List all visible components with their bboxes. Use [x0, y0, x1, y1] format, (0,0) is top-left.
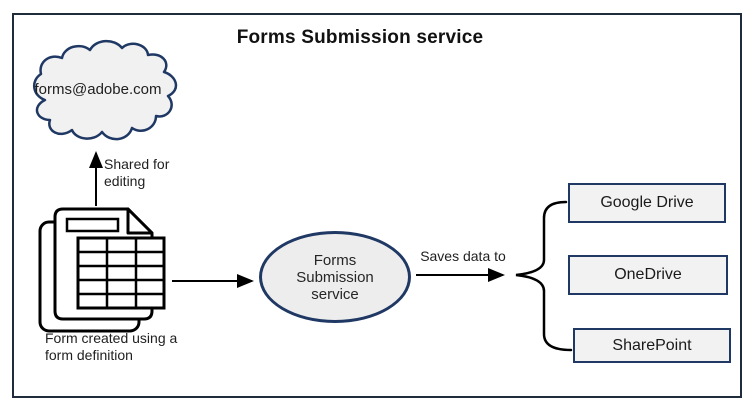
form-document-icon: [38, 207, 166, 333]
cloud-shape: [33, 39, 178, 141]
diagram-title: Forms Submission service: [236, 27, 484, 48]
saves-data-to-label: Saves data to: [420, 248, 506, 264]
service-node-label: Forms Submission service: [296, 251, 374, 303]
destination-label: SharePoint: [612, 336, 692, 354]
destination-google-drive: Google Drive: [568, 183, 726, 223]
form-caption: Form created using a form definition: [45, 330, 178, 364]
destinations-brace: [515, 200, 573, 352]
forms-submission-service-node: Forms Submission service: [259, 231, 411, 323]
destination-label: OneDrive: [614, 266, 682, 283]
destination-onedrive: OneDrive: [568, 255, 728, 295]
destination-label: Google Drive: [600, 194, 694, 211]
destination-sharepoint: SharePoint: [573, 328, 731, 363]
shared-for-editing-label: Shared for editing: [104, 156, 170, 190]
cloud-email-label: forms@adobe.com: [34, 81, 162, 98]
folded-corner-icon: [126, 207, 154, 235]
form-table-grid: [76, 236, 166, 310]
